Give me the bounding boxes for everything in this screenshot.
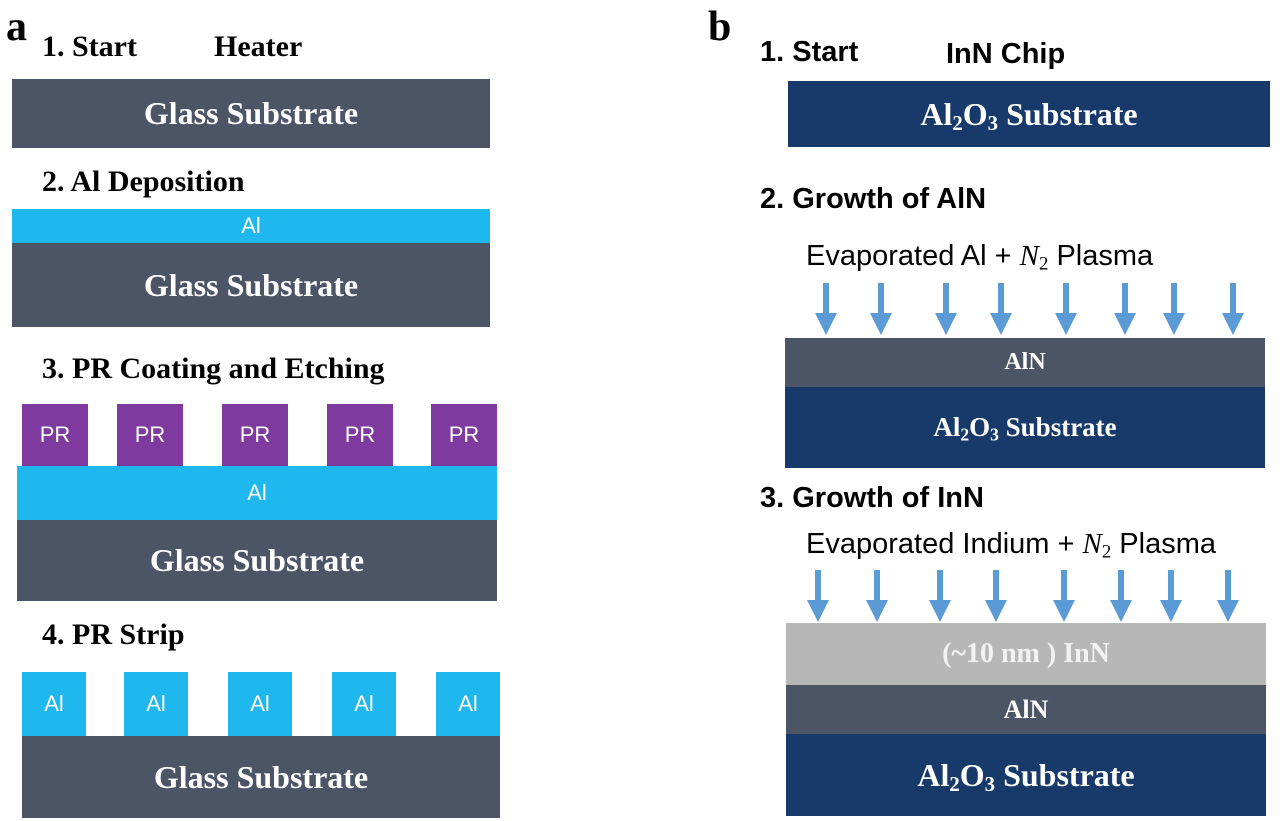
down-arrow-icon — [1110, 570, 1132, 622]
panel-b-step1-chip: InN Chip — [946, 38, 1066, 70]
down-arrow-icon — [1160, 570, 1182, 622]
al-pad-label: Al — [44, 691, 64, 716]
al-pad: Al — [124, 672, 188, 736]
pr-block-label: PR — [344, 422, 376, 447]
aln-layer: AlN — [786, 685, 1266, 734]
al-pad-label: Al — [146, 691, 166, 716]
pr-block: PR — [431, 404, 497, 466]
glass-substrate: Glass Substrate — [17, 520, 497, 601]
al-layer: Al — [17, 466, 497, 520]
down-arrow-icon — [1222, 283, 1244, 335]
down-arrow-icon — [929, 570, 951, 622]
down-arrow-icon — [1114, 283, 1136, 335]
down-arrow-icon — [870, 283, 892, 335]
glass-substrate-label: Glass Substrate — [153, 758, 369, 795]
panel-b-step1-title: 1. Start — [760, 36, 859, 68]
panel-a-step3-title: 3. PR Coating and Etching — [42, 352, 385, 385]
inn-layer: (~10 nm ) InN — [786, 623, 1266, 685]
glass-substrate: Glass Substrate — [12, 243, 490, 327]
panel-b-step2-title: 2. Growth of AlN — [760, 183, 987, 215]
al-layer-label: Al — [241, 213, 261, 238]
aln-layer-label: AlN — [1003, 694, 1049, 724]
glass-substrate: Glass Substrate — [12, 79, 490, 148]
al-pad: Al — [22, 672, 86, 736]
inn-layer-label: (~10 nm ) InN — [942, 638, 1110, 669]
sapphire-substrate: Al2O3 Substrate — [785, 387, 1265, 468]
al-pad-label: Al — [458, 691, 478, 716]
pr-block-label: PR — [134, 422, 166, 447]
pr-block: PR — [117, 404, 183, 466]
pr-block-label: PR — [39, 422, 71, 447]
glass-substrate: Glass Substrate — [22, 736, 500, 818]
al-layer: Al — [12, 209, 490, 243]
sapphire-substrate: Al2O3 Substrate — [788, 81, 1270, 147]
down-arrow-icon — [1055, 283, 1077, 335]
panel-a-step1-title: 1. Start — [42, 30, 137, 63]
pr-block-label: PR — [448, 422, 480, 447]
down-arrow-icon — [807, 570, 829, 622]
down-arrow-icon — [990, 283, 1012, 335]
pr-block: PR — [22, 404, 88, 466]
down-arrow-icon — [1053, 570, 1075, 622]
al-pad: Al — [228, 672, 292, 736]
sapphire-substrate-label: Al2O3 Substrate — [933, 412, 1117, 445]
panel-a-step4-title: 4. PR Strip — [42, 618, 185, 651]
panel-a-label: a — [6, 4, 27, 50]
panel-a-step2-title: 2. Al Deposition — [42, 165, 245, 198]
al-pad: Al — [436, 672, 500, 736]
down-arrow-icon — [815, 283, 837, 335]
inn-plasma-label: Evaporated Indium + N2 Plasma — [806, 528, 1217, 563]
pr-block: PR — [222, 404, 288, 466]
aln-layer: AlN — [785, 338, 1265, 387]
panel-a-step1-heater: Heater — [214, 30, 303, 63]
al-layer-label: Al — [247, 480, 267, 505]
panel-b-label: b — [708, 4, 732, 50]
sapphire-substrate-label: Al2O3 Substrate — [920, 95, 1138, 135]
glass-substrate-label: Glass Substrate — [143, 95, 359, 131]
glass-substrate-label: Glass Substrate — [143, 266, 359, 303]
aln-layer-label: AlN — [1004, 349, 1046, 375]
al-pad: Al — [332, 672, 396, 736]
al-pad-label: Al — [250, 691, 270, 716]
pr-block: PR — [327, 404, 393, 466]
down-arrow-icon — [866, 570, 888, 622]
glass-substrate-label: Glass Substrate — [149, 542, 365, 578]
down-arrow-icon — [1163, 283, 1185, 335]
pr-block-label: PR — [239, 422, 271, 447]
sapphire-substrate: Al2O3 Substrate — [786, 734, 1266, 816]
down-arrow-icon — [985, 570, 1007, 622]
down-arrow-icon — [1217, 570, 1239, 622]
al-pad-label: Al — [354, 691, 374, 716]
panel-b-step3-title: 3. Growth of InN — [760, 482, 984, 514]
sapphire-substrate-label: Al2O3 Substrate — [917, 756, 1135, 796]
down-arrow-icon — [935, 283, 957, 335]
aln-plasma-label: Evaporated Al + N2 Plasma — [806, 240, 1154, 275]
